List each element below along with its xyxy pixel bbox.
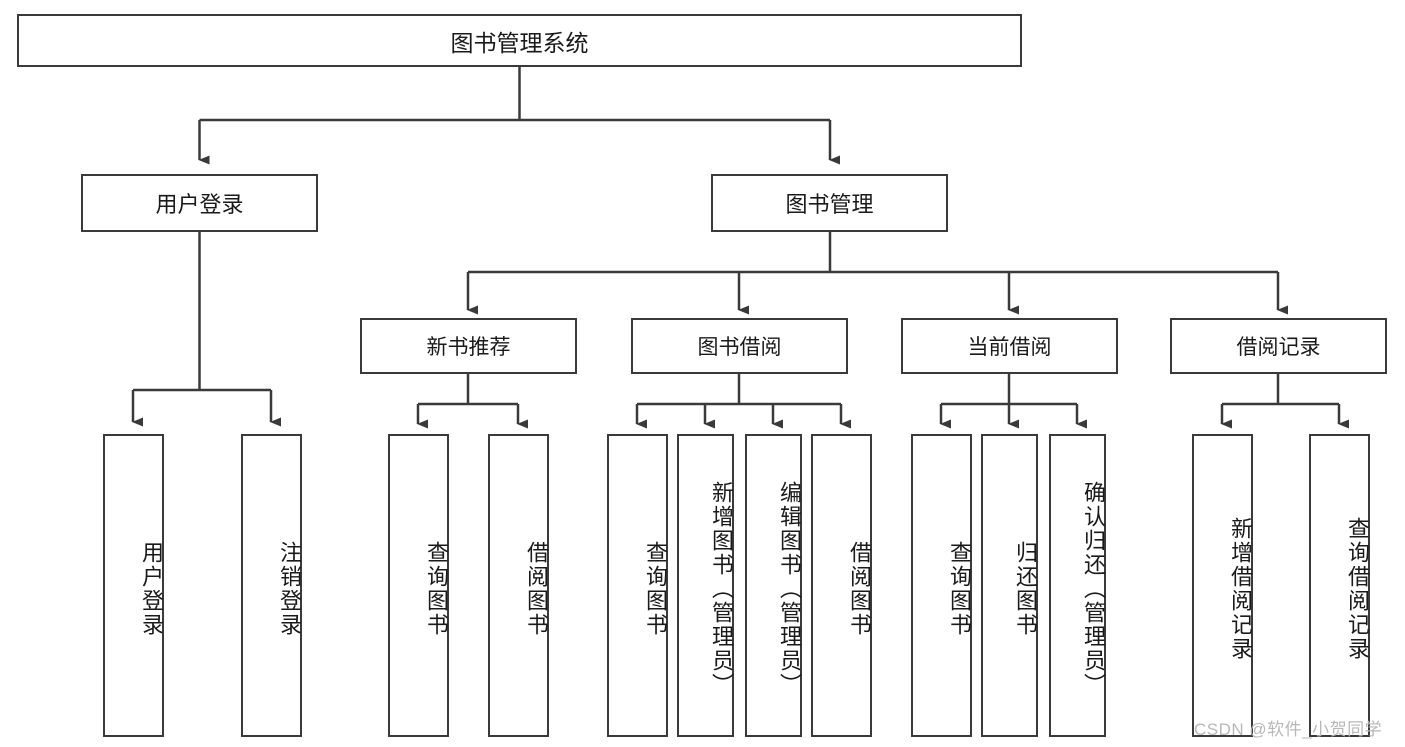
node-label: 用户登录	[139, 540, 164, 637]
leaf-user-login-login[interactable]: 用户登录	[103, 434, 164, 737]
node-label: 确认归还（管理员）	[1081, 480, 1106, 697]
node-label: 查询借阅记录	[1345, 516, 1370, 661]
node-book-borrow[interactable]: 图书借阅	[631, 318, 848, 374]
leaf-new-book-query-book[interactable]: 查询图书	[388, 434, 449, 737]
node-label: 查询图书	[947, 540, 972, 637]
node-label: 借阅图书	[847, 540, 872, 637]
leaf-borrow-record-query-record[interactable]: 查询借阅记录	[1309, 434, 1370, 737]
node-current-borrow[interactable]: 当前借阅	[901, 318, 1118, 374]
node-label: 借阅记录	[1236, 336, 1321, 359]
node-label: 注销登录	[277, 540, 302, 637]
node-label: 图书借阅	[697, 336, 782, 359]
leaf-current-borrow-query-book[interactable]: 查询图书	[911, 434, 972, 737]
leaf-current-borrow-return-book[interactable]: 归还图书	[981, 434, 1038, 737]
node-label: 查询图书	[424, 540, 449, 637]
leaf-user-login-logout[interactable]: 注销登录	[241, 434, 302, 737]
node-label: 编辑图书（管理员）	[777, 480, 802, 697]
node-label: 新增借阅记录	[1228, 516, 1253, 661]
node-label: 归还图书	[1013, 540, 1038, 637]
node-label: 新增图书（管理员）	[709, 480, 734, 697]
watermark-text: CSDN @软件_小贺同学	[1194, 720, 1383, 739]
node-new-book-recommend[interactable]: 新书推荐	[360, 318, 577, 374]
node-label: 新书推荐	[426, 336, 511, 359]
node-user-login[interactable]: 用户登录	[81, 174, 318, 232]
node-label: 当前借阅	[967, 336, 1052, 359]
node-label: 借阅图书	[524, 540, 549, 637]
csdn-watermark: CSDN @软件_小贺同学	[1194, 715, 1382, 740]
leaf-book-borrow-add-book[interactable]: 新增图书（管理员）	[677, 434, 734, 737]
leaf-book-borrow-borrow-book[interactable]: 借阅图书	[811, 434, 872, 737]
node-label: 图书管理系统	[450, 29, 589, 56]
leaf-new-book-borrow-book[interactable]: 借阅图书	[488, 434, 549, 737]
leaf-current-borrow-confirm-return[interactable]: 确认归还（管理员）	[1049, 434, 1106, 737]
leaf-book-borrow-edit-book[interactable]: 编辑图书（管理员）	[745, 434, 802, 737]
node-borrow-record[interactable]: 借阅记录	[1170, 318, 1387, 374]
node-label: 查询图书	[643, 540, 668, 637]
node-book-management[interactable]: 图书管理	[711, 174, 948, 232]
leaf-borrow-record-add-record[interactable]: 新增借阅记录	[1192, 434, 1253, 737]
node-label: 图书管理	[785, 192, 874, 217]
leaf-book-borrow-query-book[interactable]: 查询图书	[607, 434, 668, 737]
node-root-book-management-system[interactable]: 图书管理系统	[17, 14, 1022, 67]
node-label: 用户登录	[155, 192, 244, 217]
